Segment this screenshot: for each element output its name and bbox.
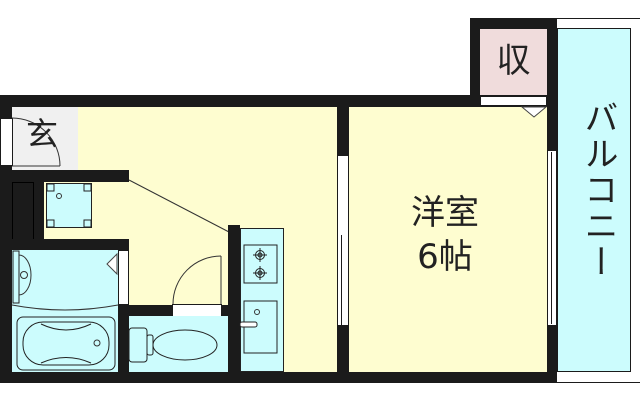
- washing-machine-icon: [46, 183, 92, 228]
- partition-wall-bottom: [337, 325, 349, 372]
- bathroom-door[interactable]: [118, 250, 129, 305]
- kitchen-sink-icon: [239, 300, 278, 354]
- balcony-window[interactable]: [547, 150, 557, 326]
- toilet-room: [129, 316, 229, 372]
- entrance-door-swing-icon: [11, 117, 61, 167]
- entrance-wall: [12, 170, 129, 182]
- bathtub-icon: [16, 316, 116, 371]
- storage-label: 収: [496, 41, 531, 81]
- sliding-door-line: [341, 235, 342, 372]
- toilet-door-swing-icon: [172, 255, 222, 305]
- outer-wall-bottom: [0, 372, 557, 383]
- western-room: [349, 107, 547, 372]
- balcony-label: バルコニー: [578, 100, 618, 280]
- bathroom-wall-top: [12, 239, 129, 250]
- shoe-cabinet: [12, 182, 44, 240]
- balcony-outline: [557, 18, 640, 383]
- storage-door: [480, 96, 547, 106]
- entrance-door[interactable]: [0, 118, 13, 166]
- balcony: [557, 28, 631, 372]
- kitchen-wall: [228, 225, 240, 372]
- kitchen-boundary-line: [128, 179, 230, 233]
- entrance: [12, 107, 78, 170]
- shoe-cabinet-divider: [12, 182, 34, 240]
- toilet-icon: [128, 327, 218, 363]
- room-type: 洋室: [411, 193, 479, 233]
- outer-wall-top: [0, 95, 557, 107]
- wash-basin-icon: [11, 250, 119, 311]
- western-room-label: 洋室 6帖: [370, 196, 520, 274]
- window-sash-line: [551, 152, 552, 324]
- bathroom-door-marker-icon: [106, 252, 118, 276]
- room-size: 6帖: [417, 237, 473, 277]
- bathroom-wall-right: [118, 305, 129, 372]
- outer-wall-left: [0, 95, 12, 383]
- stove-icon: [243, 244, 278, 284]
- kitchen-counter: [240, 228, 284, 372]
- door-swing-marker-icon: [520, 106, 548, 118]
- storage: [480, 29, 547, 95]
- bathroom: [12, 250, 118, 372]
- entrance-label: 玄: [25, 115, 58, 153]
